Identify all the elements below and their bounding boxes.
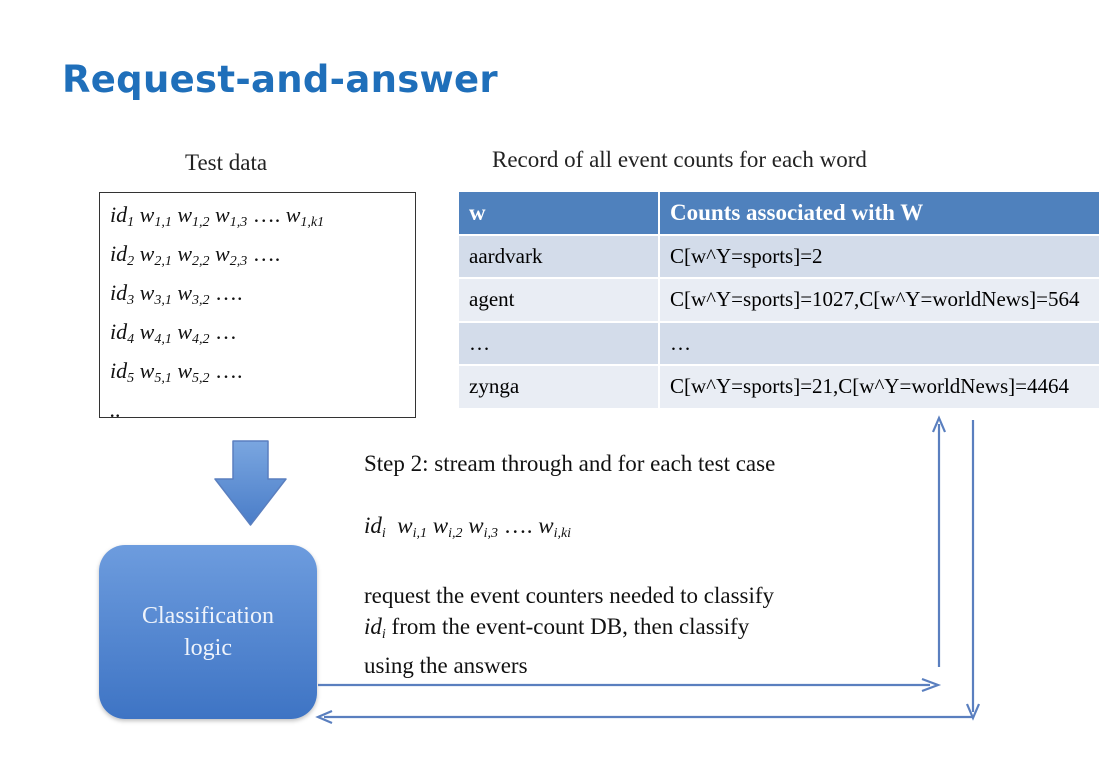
- table-cell-counts: C[w^Y=sports]=21,C[w^Y=worldNews]=4464: [658, 365, 1099, 410]
- step2-line2: idi from the event-count DB, then classi…: [364, 611, 775, 650]
- table-cell-word: …: [459, 321, 659, 366]
- step2-token-line: idi wi,1 wi,2 wi,3 …. wi,ki: [364, 513, 572, 541]
- token-id: id: [364, 513, 382, 538]
- step2-line2-rest: from the event-count DB, then classify: [385, 614, 750, 639]
- table-cell-word: aardvark: [459, 234, 659, 279]
- table-row: agent C[w^Y=sports]=1027,C[w^Y=worldNews…: [459, 278, 1099, 323]
- answer-arrow-head: [315, 709, 333, 725]
- test-data-line: id5 w5,1 w5,2 ….: [110, 358, 243, 386]
- slide-title: Request-and-answer: [62, 58, 498, 101]
- table-cell-word: agent: [459, 278, 659, 323]
- event-count-table: w Counts associated with W aardvark C[w^…: [459, 192, 1099, 410]
- up-arrow-head: [931, 415, 947, 433]
- token-ellipsis: ….: [503, 513, 533, 538]
- table-cell-counts: C[w^Y=sports]=2: [658, 234, 1099, 279]
- logic-line1: Classification: [142, 603, 274, 629]
- step2-line3: using the answers: [364, 653, 528, 678]
- token-id-sub: i: [381, 526, 386, 541]
- test-data-line: id4 w4,1 w4,2 …: [110, 319, 237, 347]
- test-data-label: Test data: [185, 150, 268, 175]
- table-row: … …: [459, 321, 1099, 366]
- down-arrow: [214, 440, 287, 526]
- step2-line2-id: id: [364, 614, 382, 639]
- step2-heading: Step 2: stream through and for each test…: [364, 451, 776, 476]
- logic-line2: logic: [183, 635, 232, 661]
- header-counts: Counts associated with W: [658, 192, 1099, 236]
- corner-arrow-head: [965, 703, 981, 721]
- test-data-line: id3 w3,1 w3,2 ….: [110, 280, 243, 308]
- table-header-row: w Counts associated with W: [459, 192, 1099, 236]
- table-row: zynga C[w^Y=sports]=21,C[w^Y=worldNews]=…: [459, 365, 1099, 410]
- token-w1-sub: i,1: [412, 526, 428, 541]
- table-cell-counts: C[w^Y=sports]=1027,C[w^Y=worldNews]=564: [658, 278, 1099, 323]
- step2-text: Step 2: stream through and for each test…: [364, 448, 775, 681]
- record-label: Record of all event counts for each word: [492, 147, 867, 172]
- table-cell-word: zynga: [459, 365, 659, 410]
- token-w2-sub: i,2: [448, 526, 463, 541]
- token-w3-sub: i,3: [483, 526, 498, 541]
- step2-line1: request the event counters needed to cla…: [364, 583, 775, 608]
- table-cell-counts: …: [658, 321, 1099, 366]
- classification-logic-box: Classification logic: [99, 545, 317, 719]
- request-arrow-head: [921, 677, 942, 693]
- test-data-ellipsis: ..: [110, 397, 121, 422]
- test-data-line: id2 w2,1 w2,2 w2,3 ….: [110, 241, 281, 269]
- header-w: w: [459, 192, 659, 236]
- test-data-box: id1 w1,1 w1,2 w1,3 …. w1,k1 id2 w2,1 w2,…: [99, 192, 416, 422]
- test-data-line: id1 w1,1 w1,2 w1,3 …. w1,k1: [110, 202, 325, 230]
- test-data-lines: id1 w1,1 w1,2 w1,3 …. w1,k1 id2 w2,1 w2,…: [110, 199, 415, 394]
- token-wlast-sub: i,ki: [553, 526, 572, 541]
- step2-line2-sub: i: [381, 627, 386, 642]
- table-row: aardvark C[w^Y=sports]=2: [459, 234, 1099, 279]
